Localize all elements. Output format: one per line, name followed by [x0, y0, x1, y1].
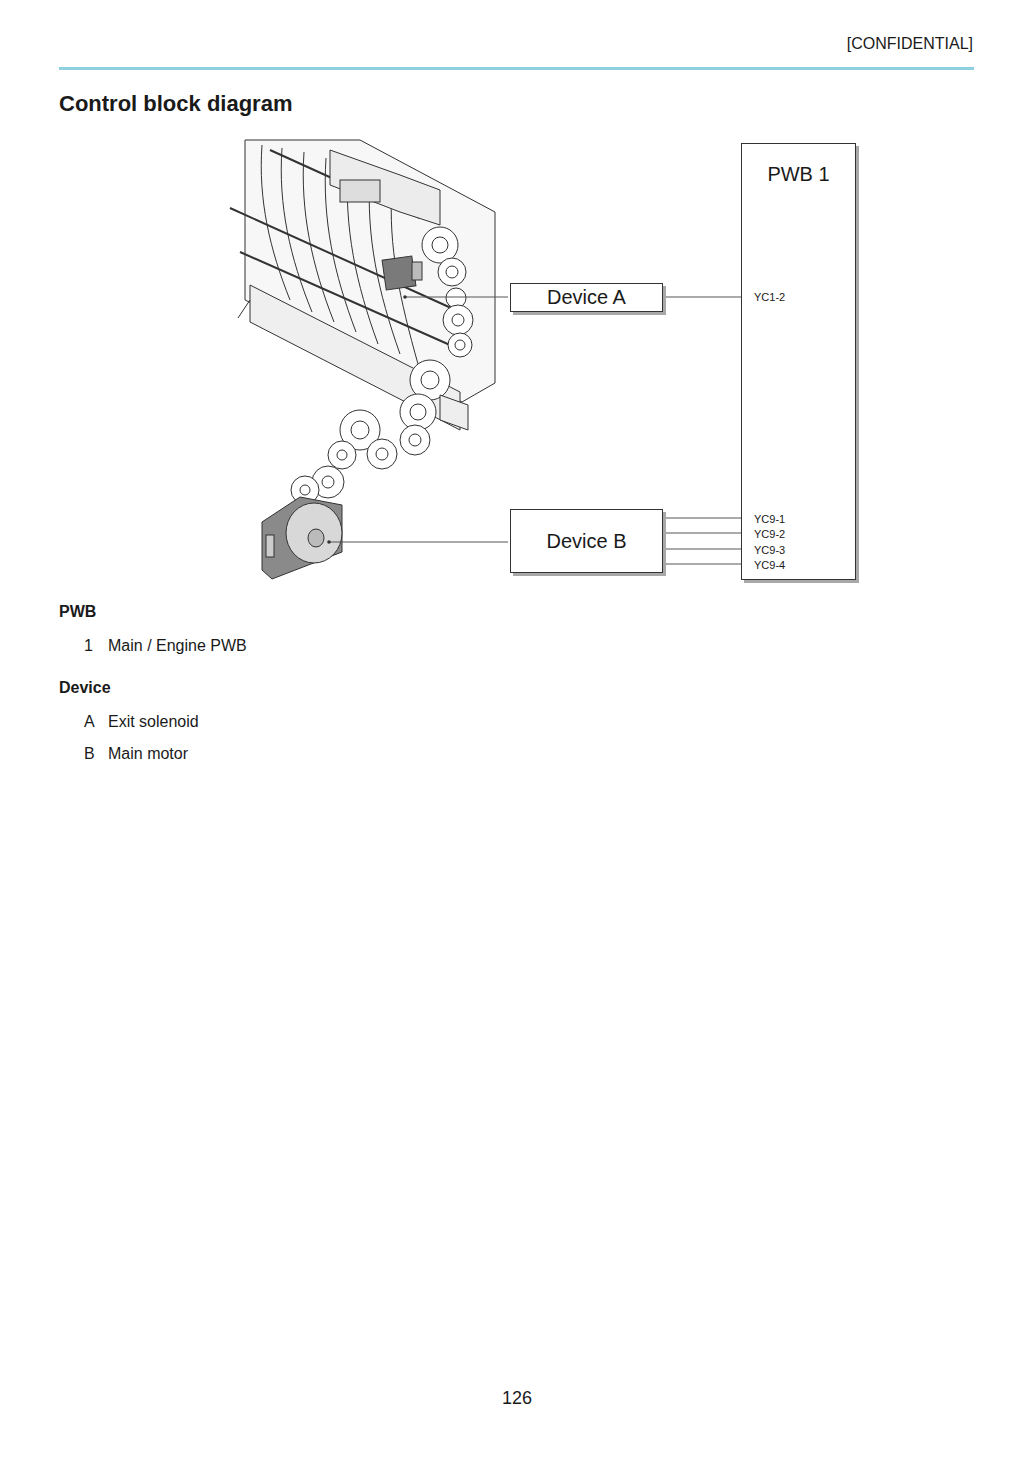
box-label: Device B — [546, 530, 626, 553]
connector-pin: YC9-4 — [754, 559, 785, 571]
signal-wire — [663, 533, 741, 534]
part-name: Main / Engine PWB — [108, 637, 247, 655]
box-label: Device A — [547, 286, 626, 309]
confidential-mark: [CONFIDENTIAL] — [847, 35, 973, 53]
header-rule — [59, 67, 974, 70]
callout-letter: A — [84, 713, 95, 731]
callout-number: 1 — [84, 637, 93, 655]
part-name: Exit solenoid — [108, 713, 199, 731]
connector-pin: YC9-2 — [754, 528, 785, 540]
box-label: PWB 1 — [767, 163, 829, 186]
device-box: Device A — [510, 283, 663, 312]
connector-pin: YC9-3 — [754, 544, 785, 556]
device-box: Device B — [510, 509, 663, 573]
page-number: 126 — [502, 1388, 532, 1409]
signal-wire — [663, 518, 741, 519]
signal-wire — [663, 297, 741, 298]
signal-wire — [663, 564, 741, 565]
page-title: Control block diagram — [59, 91, 292, 117]
connector-pin: YC9-1 — [754, 513, 785, 525]
signal-wire — [663, 549, 741, 550]
connector-pin: YC1-2 — [754, 291, 785, 303]
key-heading: PWB — [59, 603, 96, 621]
key-heading: Device — [59, 679, 111, 697]
callout-letter: B — [84, 745, 95, 763]
part-name: Main motor — [108, 745, 188, 763]
